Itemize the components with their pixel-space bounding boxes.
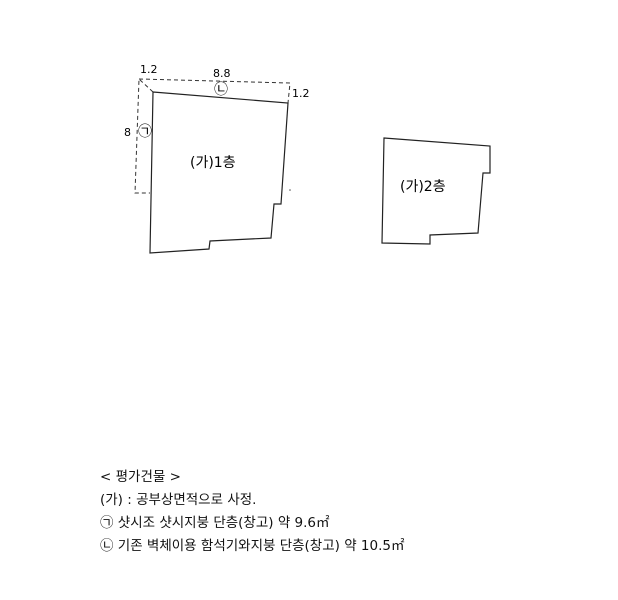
annex-dashed-outline — [134, 77, 154, 194]
marker-a-icon: ㉠ — [138, 124, 152, 140]
dimension-top: 8.8 — [213, 67, 231, 80]
building-2-label: (가)2층 — [400, 179, 446, 195]
marker-b-icon: ㉡ — [214, 82, 228, 98]
dimension-left-offset: 1.2 — [140, 63, 158, 76]
annex-dashed-outline-top — [138, 78, 291, 104]
legend-title: < 평가건물 > — [100, 469, 181, 485]
dimension-right-offset: 1.2 — [292, 87, 310, 100]
dimension-side: 8 — [124, 126, 131, 139]
building-1-label: (가)1층 — [190, 155, 236, 171]
legend-line-3: ㉡ 기존 벽체이용 함석기와지붕 단층(창고) 약 10.5㎡ — [100, 538, 405, 554]
legend-line-2: ㉠ 샷시조 샷시지붕 단층(창고) 약 9.6㎡ — [100, 515, 330, 531]
legend-line-1: (가) : 공부상면적으로 사정. — [100, 492, 257, 508]
building-2-outline — [381, 137, 491, 245]
legend-block: < 평가건물 > (가) : 공부상면적으로 사정. ㉠ 샷시조 샷시지붕 단층… — [100, 466, 404, 558]
building-1-outline — [149, 91, 289, 254]
stray-dot — [289, 189, 291, 191]
